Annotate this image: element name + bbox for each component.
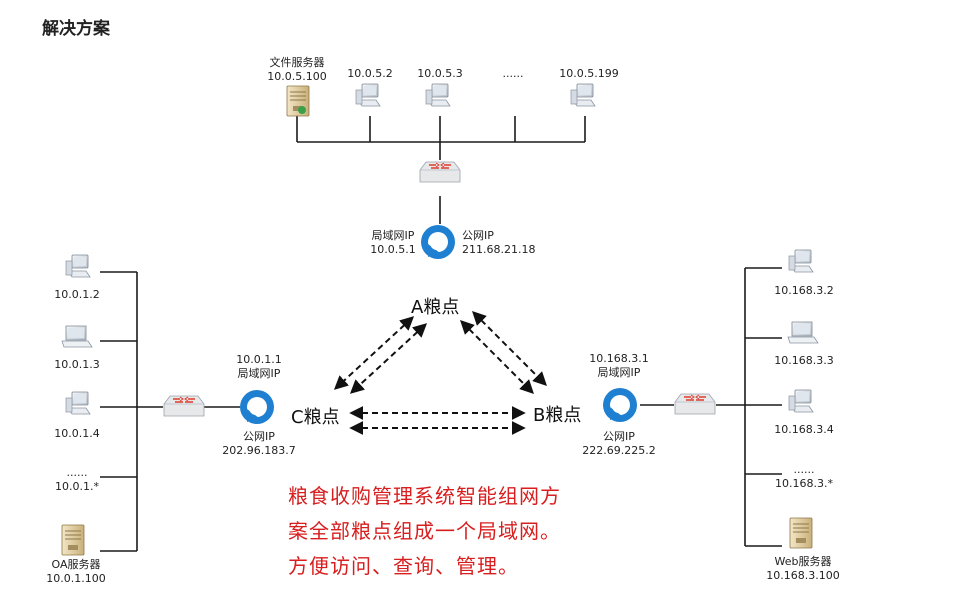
router-icon — [603, 388, 637, 422]
device-label: 10.0.5.199 — [559, 67, 619, 80]
left-site-links — [100, 271, 240, 552]
right-site-links — [640, 267, 782, 547]
pc-icon — [65, 391, 91, 415]
node-a-label: A粮点 — [411, 297, 460, 318]
node-c-label: C粮点 — [291, 407, 340, 428]
pc-icon — [788, 389, 814, 413]
router-icon — [240, 390, 274, 424]
device-label: ...... — [502, 67, 524, 80]
laptop-icon — [787, 321, 819, 344]
switch-icon — [163, 395, 205, 417]
device-label: 10.168.3.3 — [774, 354, 834, 367]
switch-icon — [674, 393, 716, 415]
device-label: 10.0.5.2 — [347, 67, 393, 80]
device-label: 10.0.1.4 — [54, 427, 100, 440]
pc-icon — [570, 83, 596, 107]
device-label: 10.0.5.3 — [417, 67, 463, 80]
vpn-tunnels — [333, 311, 547, 435]
pc-icon — [65, 254, 91, 278]
node-b-label: B粮点 — [533, 405, 582, 426]
page-title: 解决方案 — [42, 19, 110, 39]
device-label: 10.168.3.4 — [774, 423, 834, 436]
pc-icon — [355, 83, 381, 107]
note-line: 粮食收购管理系统智能组网方 — [288, 484, 561, 508]
device-label: 10.0.1.3 — [54, 358, 100, 371]
file-server-icon — [286, 85, 310, 117]
laptop-icon — [61, 325, 93, 348]
device-label: ......10.0.1.* — [55, 466, 99, 493]
top-site-links — [296, 116, 586, 224]
note-line: 方便访问、查询、管理。 — [288, 554, 519, 578]
router-icon — [421, 225, 455, 259]
pc-icon — [425, 83, 451, 107]
pc-icon — [788, 249, 814, 273]
server-icon — [61, 524, 85, 556]
server-icon — [789, 517, 813, 549]
note-line: 案全部粮点组成一个局域网。 — [288, 519, 561, 543]
device-label: 10.0.1.2 — [54, 288, 100, 301]
switch-icon — [419, 161, 461, 183]
device-label: 10.168.3.2 — [774, 284, 834, 297]
device-label: ......10.168.3.* — [775, 463, 833, 490]
